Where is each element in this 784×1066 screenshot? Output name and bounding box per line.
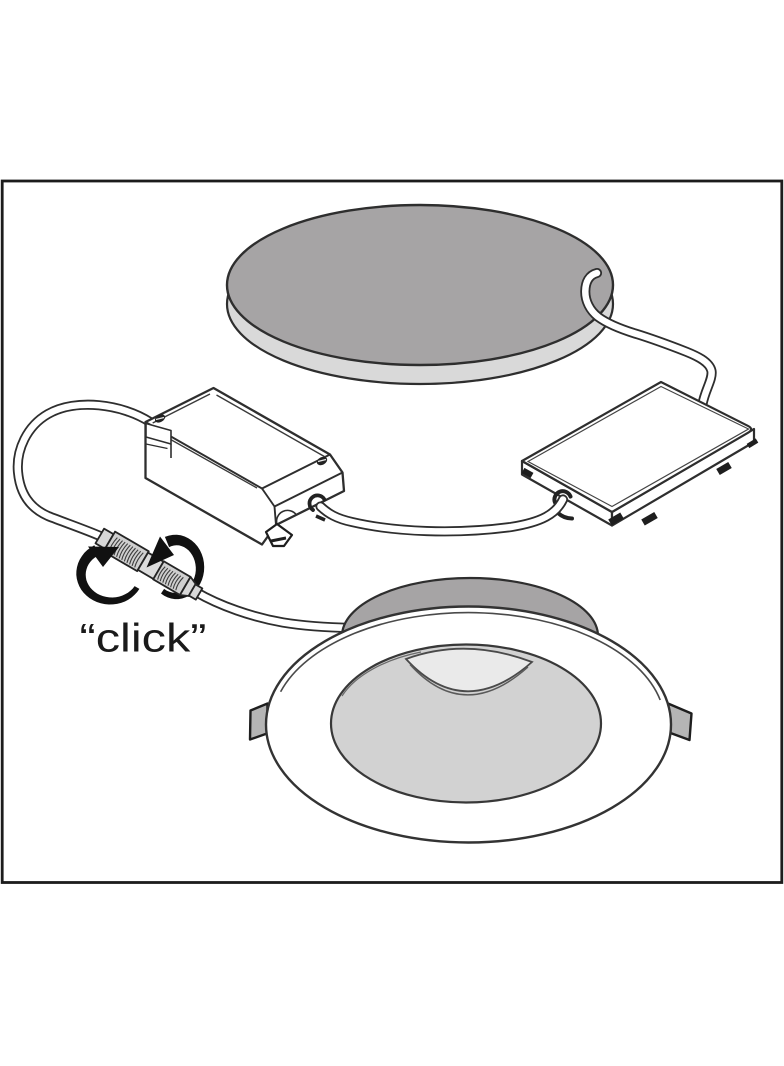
svg-text:“click”: “click” [80,617,207,661]
